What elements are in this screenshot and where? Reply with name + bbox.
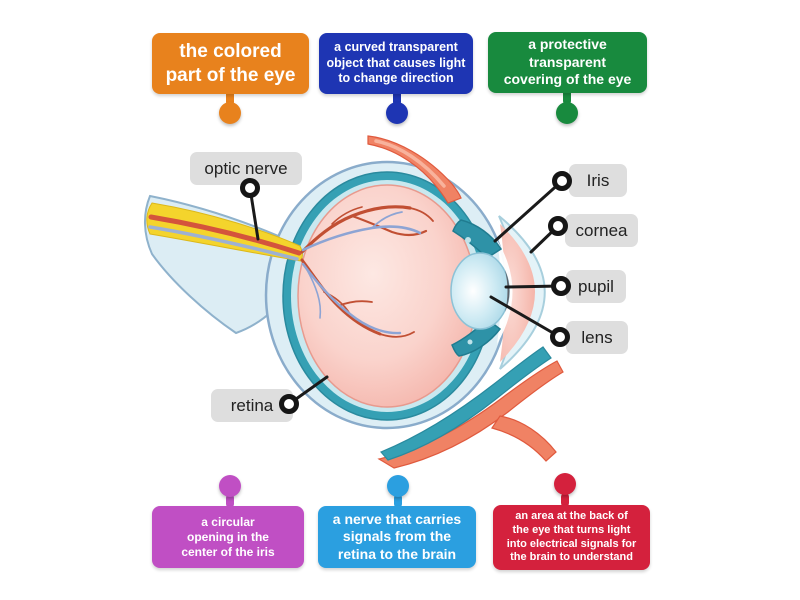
iris-highlight-dot	[465, 237, 471, 243]
target-ring-retina[interactable]	[279, 394, 299, 414]
lens-shape	[450, 252, 510, 330]
card-pin-dot[interactable]	[219, 102, 241, 124]
target-ring-lens[interactable]	[550, 327, 570, 347]
card-pin-dot[interactable]	[219, 475, 241, 497]
definition-card-cornea[interactable]: a protective transparent covering of the…	[488, 32, 647, 93]
card-pin-dot[interactable]	[554, 473, 576, 495]
card-pin-dot[interactable]	[387, 475, 409, 497]
connector-line-lens	[489, 295, 562, 339]
diagram-label-iris: Iris	[569, 164, 627, 197]
retinal-vessels	[300, 205, 434, 338]
target-ring-optic-nerve[interactable]	[240, 178, 260, 198]
pupil-shape	[505, 270, 510, 312]
optic-nerve-bundle	[146, 202, 303, 262]
definition-card-retina[interactable]: an area at the back of the eye that turn…	[493, 505, 650, 570]
connector-line-iris	[493, 179, 564, 243]
definition-card-optic-nerve[interactable]: a nerve that carries signals from the re…	[318, 506, 476, 568]
diagram-label-cornea: cornea	[565, 214, 638, 247]
cornea-inner-tissue	[500, 224, 535, 362]
card-pin-stem	[394, 494, 402, 508]
target-ring-iris[interactable]	[552, 171, 572, 191]
connector-lines	[248, 179, 564, 406]
card-pin-dot[interactable]	[556, 102, 578, 124]
definition-card-lens[interactable]: a curved transparent object that causes …	[319, 33, 473, 94]
target-ring-cornea[interactable]	[548, 216, 568, 236]
card-pin-stem	[563, 89, 571, 105]
card-pin-stem	[561, 493, 569, 507]
eye-muscles	[367, 135, 564, 469]
diagram-label-lens: lens	[566, 321, 628, 354]
iris-highlight-dot	[467, 339, 473, 345]
anterior-eye-segment	[450, 215, 546, 370]
card-pin-stem	[226, 494, 234, 508]
diagram-label-pupil: pupil	[566, 270, 626, 303]
eye-vitreous-body	[297, 184, 477, 408]
target-ring-pupil[interactable]	[551, 276, 571, 296]
card-pin-stem	[226, 90, 234, 106]
card-pin-dot[interactable]	[386, 102, 408, 124]
definition-card-pupil[interactable]: a circular opening in the center of the …	[152, 506, 304, 568]
definition-card-iris[interactable]: the colored part of the eye	[152, 33, 309, 94]
card-pin-stem	[393, 90, 401, 106]
iris-upper-shape	[452, 219, 503, 259]
